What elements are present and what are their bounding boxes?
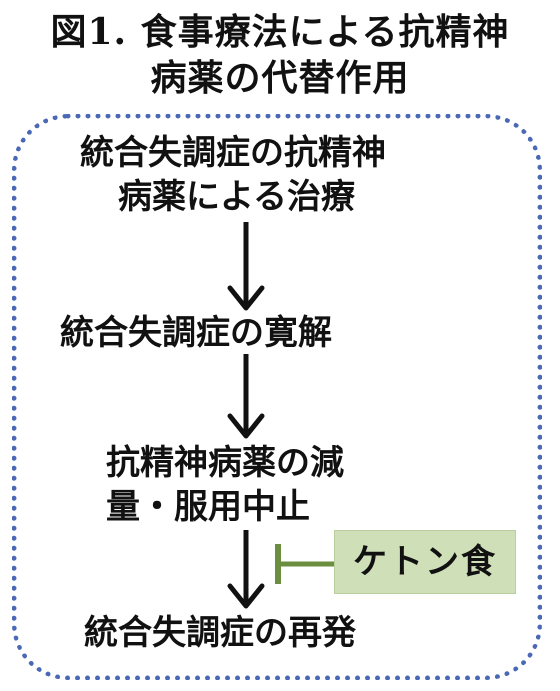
figure-title-line-2: 病薬の代替作用 <box>150 57 410 99</box>
step-antipsychotic-treatment-line-1: 統合失調症の抗精神 <box>80 133 386 173</box>
step-dose-reduction-line-1: 抗精神病薬の減 <box>106 443 344 483</box>
inhibition-connector <box>275 544 336 584</box>
step-dose-reduction-line-2: 量・服用中止 <box>106 487 310 527</box>
ketogenic-diet-label: ケトン食 <box>353 542 497 582</box>
step-remission: 統合失調症の寛解 <box>60 313 332 353</box>
dotted-frame <box>12 114 542 680</box>
step-antipsychotic-treatment-line-2: 病薬による治療 <box>118 177 355 217</box>
down-arrow-1 <box>227 222 265 311</box>
figure-title-line-1: 図1. 食事療法による抗精神 <box>50 11 510 53</box>
step-relapse: 統合失調症の再発 <box>84 613 356 653</box>
ketogenic-diet-box: ケトン食 <box>334 530 516 594</box>
down-arrow-2 <box>227 354 265 439</box>
down-arrow-3 <box>227 530 265 609</box>
